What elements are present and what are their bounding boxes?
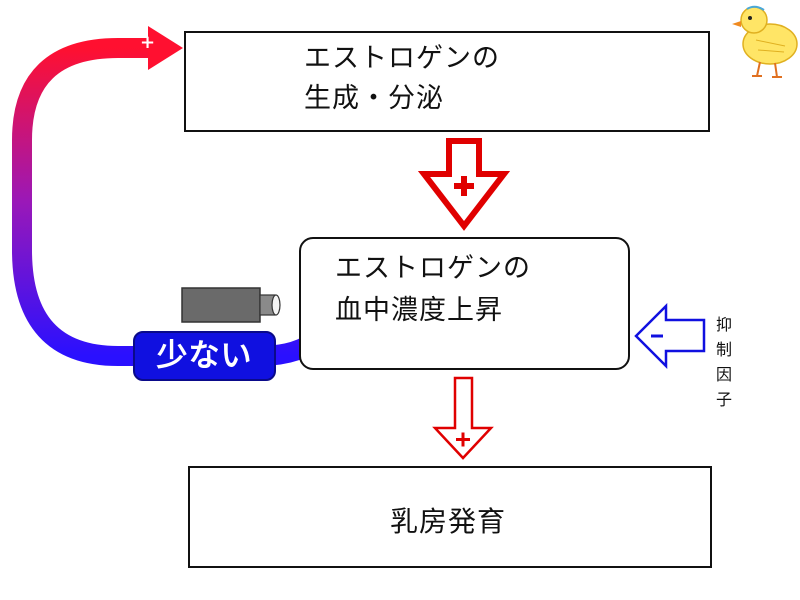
chick-doodle-icon	[732, 5, 798, 78]
breast-development-box: 乳房発育	[188, 466, 712, 568]
red-down-arrow-icon	[417, 138, 511, 231]
blue-left-arrow-icon	[634, 302, 706, 370]
loop-plus-sign: +	[140, 32, 156, 53]
estrogen-production-box: エストロゲンの 生成・分泌	[184, 31, 710, 132]
production-title-line2: 生成・分泌	[304, 83, 444, 114]
production-title-line1: エストロゲンの	[304, 43, 500, 74]
blood-title-line2: 血中濃度上昇	[335, 295, 503, 326]
inhibitor-label-line2: 因子	[716, 365, 733, 409]
estrogen-blood-level-box: エストロゲンの 血中濃度上昇	[299, 237, 630, 370]
inhibitor-label: 抑制 因子	[716, 312, 746, 412]
inhibitor-label-line1: 抑制	[716, 315, 733, 359]
blood-title-line1: エストロゲンの	[335, 253, 531, 284]
sensor-camera-icon	[181, 287, 281, 323]
breast-development-label: 乳房発育	[390, 505, 507, 538]
low-level-badge: 少ない	[133, 331, 276, 381]
feedback-loop-arrowhead	[148, 26, 183, 70]
red-down-arrow-small-icon	[432, 376, 494, 460]
